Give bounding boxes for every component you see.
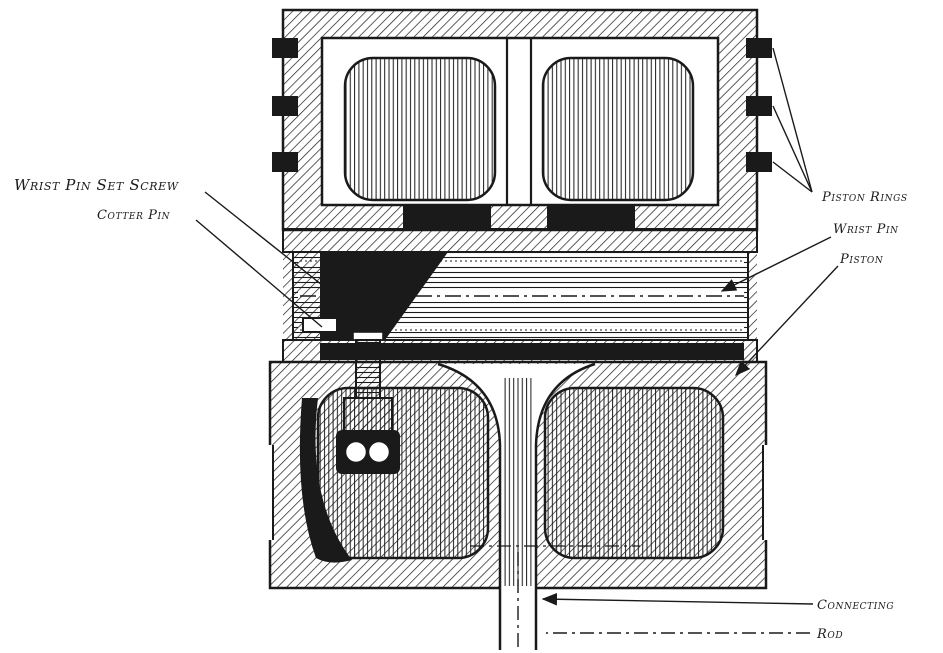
label-wrist-pin-set-screw: Wrist Pin Set Screw <box>14 176 180 194</box>
left-shadow-accent <box>299 398 352 563</box>
piston-lower-section <box>263 360 773 650</box>
ring-groove <box>272 96 298 116</box>
label-cotter-pin: Cotter Pin <box>97 208 171 223</box>
leader-piston-ring-3 <box>772 161 813 193</box>
ring-grooves-right <box>746 38 772 172</box>
ring-grooves-left <box>272 38 298 172</box>
leader-lines <box>195 47 839 634</box>
ring-groove <box>746 152 772 172</box>
dark-stipple-band <box>320 343 744 360</box>
cotter-pin-eye-left <box>343 439 369 465</box>
piston-upper-section <box>272 8 772 253</box>
label-piston-rings: Piston Rings <box>821 190 908 205</box>
upper-boss-right <box>547 205 635 229</box>
label-rod: Rod <box>816 627 843 642</box>
left-wall-step <box>263 445 273 540</box>
pin-boss-band-top <box>282 228 758 253</box>
pin-right-seat <box>748 252 757 340</box>
central-rib <box>505 38 533 205</box>
ring-groove <box>746 96 772 116</box>
connecting-rod <box>437 362 640 650</box>
upper-lobe-left <box>343 56 497 202</box>
leader-piston-ring-1 <box>772 47 813 193</box>
leader-piston <box>735 265 839 377</box>
callout-labels: Wrist Pin Set Screw Cotter Pin Piston Ri… <box>14 176 908 642</box>
ring-groove <box>272 152 298 172</box>
upper-lobe-right <box>541 56 695 202</box>
right-wall-step <box>763 445 773 540</box>
upper-boss-left <box>403 205 491 229</box>
leader-cotter-pin <box>195 219 323 328</box>
set-screw-head <box>349 306 387 332</box>
leader-connecting-rod <box>541 592 814 606</box>
rod-shading <box>502 378 534 586</box>
label-piston: Piston <box>839 252 884 267</box>
wrist-pin-assembly <box>282 251 758 363</box>
cotter-pin-eye-right <box>366 439 392 465</box>
lower-dome-right <box>543 386 725 560</box>
rod-outline <box>437 362 596 650</box>
set-screw-shank <box>355 339 381 399</box>
set-screw-boss <box>343 397 393 433</box>
leader-wrist-pin-set-screw <box>204 191 357 313</box>
leader-piston-ring-2 <box>772 105 813 193</box>
label-wrist-pin: Wrist Pin <box>833 222 899 237</box>
leader-wrist-pin <box>720 236 832 292</box>
label-connecting: Connecting <box>817 598 894 613</box>
ring-groove <box>272 38 298 58</box>
set-screw-collar-gap <box>352 331 384 341</box>
ring-groove <box>746 38 772 58</box>
